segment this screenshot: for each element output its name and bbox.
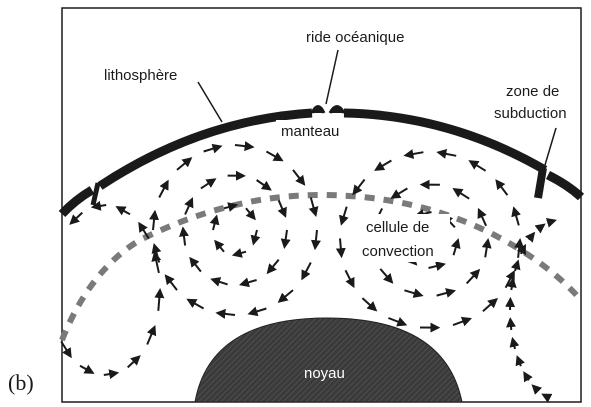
earth-core [195,318,462,402]
label-cell-2: convection [362,243,434,260]
convection-arrow [549,221,555,223]
label-subduction-1: zone de [506,83,559,100]
convection-arrow [279,290,293,302]
convection-arrow [510,319,511,330]
convection-arrow [302,263,311,279]
convection-arrow [437,291,455,296]
convection-arrow [201,179,215,188]
convection-arrow [518,240,520,258]
label-cell-1: cellule de [366,219,429,236]
label-mantle: manteau [281,123,339,140]
convection-arrow [235,145,253,147]
convection-arrow [153,212,155,230]
convection-arrow [538,225,544,229]
convection-arrow [166,276,177,290]
convection-arrow [485,240,488,257]
convection-arrow [315,230,317,248]
convection-arrow [514,208,519,225]
convection-arrow [388,318,405,325]
ridge-leader [326,50,338,104]
convection-arrow [533,386,538,391]
convection-arrow [524,373,529,381]
convection-arrow [215,241,224,251]
convection-arrow [429,264,445,268]
convection-arrow [479,210,486,226]
convection-arrow [241,280,257,285]
convection-arrow [529,233,534,239]
convection-arrow [380,269,392,282]
convection-arrow [268,260,279,273]
convection-arrow [285,230,288,247]
convection-arrow [342,207,347,224]
label-ridge: ride océanique [306,29,404,46]
convection-arrow [191,258,201,271]
convection-arrow [362,298,375,310]
convection-arrow [346,270,354,286]
convection-arrow [279,200,286,216]
convection-arrow [183,228,185,245]
convection-arrow [454,240,459,255]
convection-arrow [204,146,221,151]
convection-arrow [257,180,271,190]
convection-arrow [513,339,515,349]
label-core: noyau [304,365,345,382]
convection-arrow [404,290,421,295]
panel-label: (b) [8,370,34,395]
convection-arrow [454,189,469,199]
convection-arrow [188,300,204,309]
convection-arrow [185,199,192,215]
convection-arrow [405,152,423,155]
convection-arrow [159,181,168,197]
convection-arrow [128,357,140,368]
lithosphere-leader [198,82,222,122]
convection-arrow [511,279,513,290]
convection-arrow [266,152,282,161]
convection-arrow [376,161,392,170]
convection-arrow [212,279,228,284]
convection-arrow [340,238,342,256]
convection-arrow [515,261,518,271]
convection-arrow [177,158,191,170]
convection-arrow [293,170,304,184]
convection-arrow [117,207,130,214]
convection-arrow [217,313,235,315]
convection-arrow [467,270,479,283]
convection-arrow [158,290,160,311]
convection-arrow [147,327,154,345]
convection-arrow [470,161,486,171]
convection-arrow [71,213,83,224]
convection-arrow [311,198,316,216]
convection-arrow [104,373,117,375]
convection-arrow [483,299,497,311]
convection-arrow [517,357,521,366]
convection-arrow [213,216,217,230]
convection-arrow [246,208,255,218]
convection-arrow [392,188,407,197]
convection-arrow [234,252,246,255]
convection-arrow [254,230,258,244]
label-subduction-2: subduction [494,105,567,122]
convection-arrow [497,181,508,195]
convection-arrow [453,319,470,325]
ocean-ridge [312,107,344,114]
convection-arrow [543,395,549,398]
label-lithosphere: lithosphère [104,67,177,84]
convection-arrow [521,246,525,254]
convection-arrow [80,366,93,373]
subduction-leader [545,128,556,165]
convection-arrow [249,309,266,314]
convection-arrow [438,152,456,155]
convection-arrow [354,180,365,194]
